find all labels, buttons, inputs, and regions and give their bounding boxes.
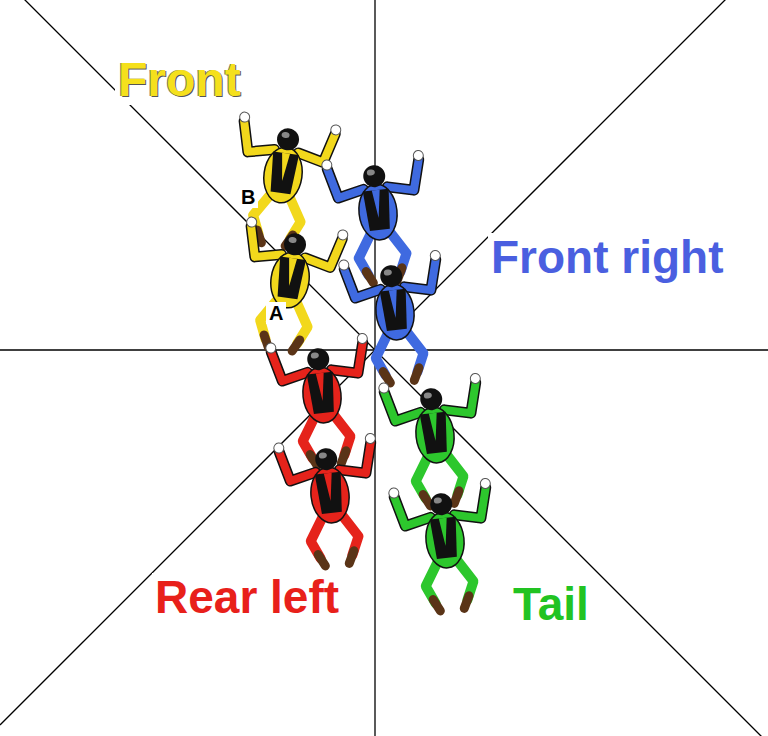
jumper-letter: B — [238, 186, 258, 208]
formation-slot-label: Front — [115, 55, 244, 105]
jumper-letter: A — [266, 302, 286, 324]
jumpers — [223, 111, 503, 614]
formation-slot-label: Front right — [488, 233, 727, 281]
formation-slot-label: Tail — [510, 580, 592, 628]
formation-slot-label: Rear left — [152, 573, 342, 621]
